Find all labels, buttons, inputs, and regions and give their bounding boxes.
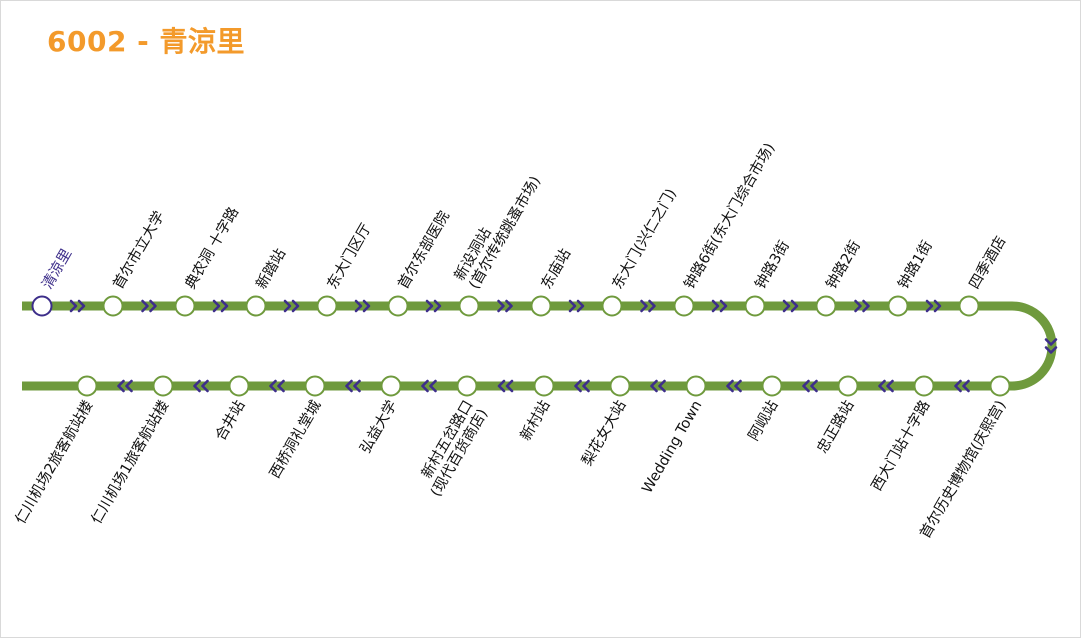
direction-arrow-east xyxy=(925,299,942,313)
station-marker[interactable] xyxy=(380,375,402,397)
station-labels: 清涼里首尔市立大学典农洞 十字路新踏站东大门区厅首尔东部医院新设洞站(首尔传统跳… xyxy=(12,140,1010,541)
station-markers xyxy=(31,295,1011,397)
station-label: 西大门站十字路 xyxy=(868,397,934,494)
station-marker[interactable] xyxy=(530,295,552,317)
direction-arrow-west xyxy=(421,379,437,393)
station-marker[interactable] xyxy=(958,295,980,317)
station-label: 新设洞站(首尔传统跳蚤市场) xyxy=(451,165,544,292)
direction-arrow-west xyxy=(802,379,818,393)
direction-arrow-east xyxy=(69,299,86,313)
direction-arrow-east xyxy=(640,299,656,313)
direction-arrow-east xyxy=(425,299,442,313)
direction-arrow-east xyxy=(497,299,513,313)
direction-arrow-south xyxy=(1044,338,1058,354)
direction-arrow-east xyxy=(141,299,157,313)
station-marker[interactable] xyxy=(316,295,338,317)
station-marker[interactable] xyxy=(673,295,695,317)
station-marker[interactable] xyxy=(533,375,555,397)
direction-arrow-west xyxy=(117,379,133,393)
station-label: 仁川机场2旅客航站楼 xyxy=(12,398,97,528)
station-marker[interactable] xyxy=(913,375,935,397)
station-label: 东大门区厅 xyxy=(324,221,375,292)
station-marker[interactable] xyxy=(989,375,1011,397)
direction-arrow-west xyxy=(574,379,590,393)
station-marker[interactable] xyxy=(601,295,623,317)
station-marker[interactable] xyxy=(887,295,909,317)
direction-arrow-east xyxy=(212,299,229,313)
station-label: 忠正路站 xyxy=(814,398,858,457)
station-label: 仁川机场1旅客航站楼 xyxy=(88,398,173,528)
station-marker[interactable] xyxy=(152,375,174,397)
station-label: 新村五岔路口(现代百货商店) xyxy=(413,398,492,500)
station-label: 梨花女大站 xyxy=(578,397,630,469)
route-title: 6002 - 青涼里 xyxy=(47,25,246,58)
direction-arrow-west xyxy=(269,379,285,393)
direction-arrow-east xyxy=(354,299,371,313)
station-label: 首尔历史博物馆(庆熙宫) xyxy=(917,398,1010,542)
direction-arrow-west xyxy=(954,379,970,393)
direction-arrow-east xyxy=(283,299,300,313)
station-marker[interactable] xyxy=(228,375,250,397)
station-marker[interactable] xyxy=(744,295,766,317)
direction-arrow-east xyxy=(711,299,728,313)
station-marker[interactable] xyxy=(815,295,837,317)
route-track xyxy=(22,301,1057,391)
station-marker[interactable] xyxy=(304,375,326,397)
station-marker[interactable] xyxy=(387,295,409,317)
direction-arrows xyxy=(69,299,1058,393)
station-label: 新踏站 xyxy=(253,246,289,292)
station-label: 东庙站 xyxy=(538,246,574,292)
station-label: 合井站 xyxy=(212,398,248,444)
station-marker[interactable] xyxy=(102,295,124,317)
direction-arrow-west xyxy=(193,379,209,393)
station-marker[interactable] xyxy=(174,295,196,317)
station-marker[interactable] xyxy=(685,375,707,397)
station-marker[interactable] xyxy=(761,375,783,397)
station-marker[interactable] xyxy=(458,295,480,317)
route-line xyxy=(22,301,1057,391)
direction-arrow-west xyxy=(726,379,742,393)
direction-arrow-west xyxy=(497,379,514,393)
station-marker[interactable] xyxy=(245,295,267,317)
station-label: 首尔市立大学 xyxy=(110,208,168,292)
station-label: 典农洞 十字路 xyxy=(182,204,243,292)
station-label: 新村站 xyxy=(517,398,553,444)
station-label: 弘益大学 xyxy=(357,398,401,457)
station-label: 阿岘站 xyxy=(745,398,781,444)
station-label: 西桥洞礼堂城 xyxy=(266,397,324,481)
direction-arrow-east xyxy=(568,299,585,313)
station-label: 东大门(兴仁之门) xyxy=(609,186,680,292)
station-label: Wedding Town xyxy=(640,398,706,496)
current-station-marker[interactable] xyxy=(31,295,53,317)
direction-arrow-east xyxy=(854,299,870,313)
direction-arrow-west xyxy=(878,379,894,393)
station-label: 四季酒店 xyxy=(966,233,1010,292)
direction-arrow-west xyxy=(345,379,361,393)
station-label: 清涼里 xyxy=(39,246,75,292)
station-marker[interactable] xyxy=(609,375,631,397)
station-label: 钟路3街 xyxy=(752,238,793,292)
station-label: 首尔东部医院 xyxy=(395,208,453,292)
station-marker[interactable] xyxy=(76,375,98,397)
station-marker[interactable] xyxy=(456,375,478,397)
station-marker[interactable] xyxy=(837,375,859,397)
station-label: 钟路2街 xyxy=(823,238,864,292)
direction-arrow-west xyxy=(650,379,666,393)
direction-arrow-east xyxy=(782,299,799,313)
station-label: 钟路1街 xyxy=(895,238,936,292)
